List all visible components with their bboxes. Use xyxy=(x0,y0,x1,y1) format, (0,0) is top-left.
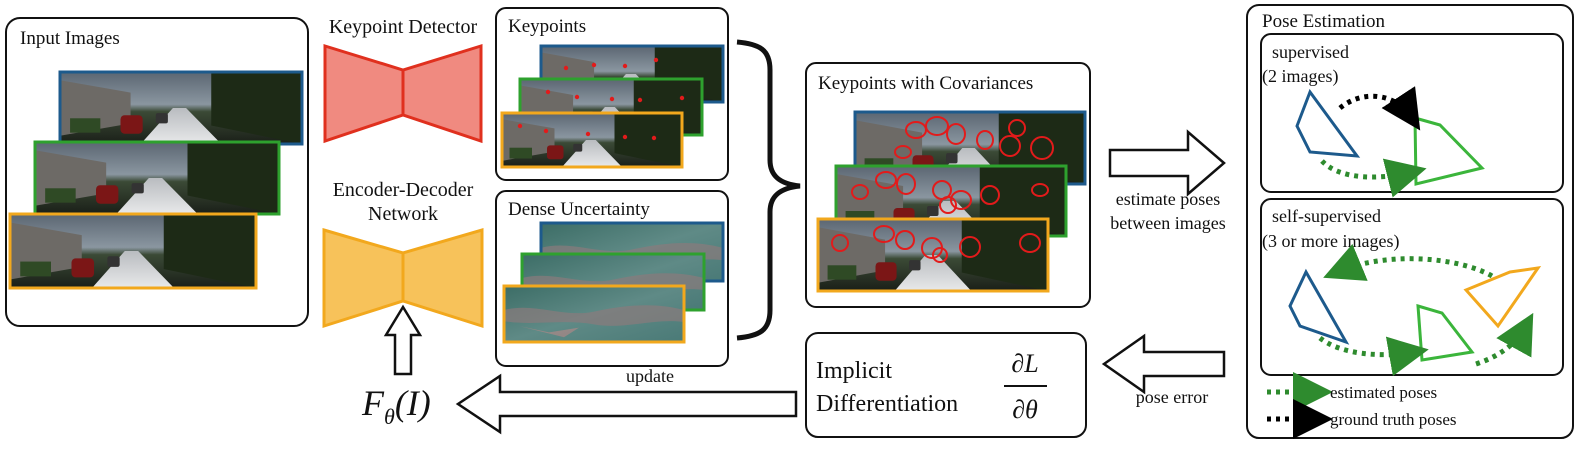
update-label: update xyxy=(626,366,674,386)
keypoints-covariances-title: Keypoints with Covariances xyxy=(818,73,1033,94)
estimate-label-line2: between images xyxy=(1110,213,1225,233)
dense-uncertainty-title: Dense Uncertainty xyxy=(508,199,650,220)
ground-truth-arrow xyxy=(1338,86,1421,131)
update-arrow-icon xyxy=(455,373,798,435)
street-image-blue xyxy=(58,70,304,146)
street-image-green xyxy=(33,140,281,216)
pose-estimation-title: Pose Estimation xyxy=(1262,11,1385,32)
implicit-label-line1: Implicit xyxy=(816,358,892,384)
camera-pose-blue-icon xyxy=(1295,88,1361,158)
keypoints-covariances-panel: Keypoints with Covariances xyxy=(805,62,1091,308)
covariance-ellipses xyxy=(831,116,1054,263)
keypoint-detector-label: Keypoint Detector xyxy=(329,16,478,38)
estimated-arrow xyxy=(1320,158,1427,198)
estimate-label-line1: estimate poses xyxy=(1116,189,1220,209)
supervised-label-line1: supervised xyxy=(1272,42,1349,62)
keypoints-title: Keypoints xyxy=(508,16,586,37)
derivative-numerator: ∂L xyxy=(1011,349,1038,378)
input-images-panel: Input Images xyxy=(5,17,309,327)
dense-uncertainty-panel: Dense Uncertainty xyxy=(495,190,729,367)
function-label: Fθ(I) xyxy=(361,383,431,429)
pose-error-arrow-icon xyxy=(1101,333,1226,395)
keypoints-panel: Keypoints xyxy=(495,7,729,181)
pose-estimation-panel: Pose Estimation supervised (2 images) se… xyxy=(1246,4,1574,439)
input-images-title: Input Images xyxy=(20,28,120,49)
encoder-decoder-label-line1: Encoder-Decoder xyxy=(333,179,474,201)
curly-brace-icon xyxy=(736,39,801,341)
legend-estimated-label: estimated poses xyxy=(1330,383,1437,402)
self-supervised-label-line2: (3 or more images) xyxy=(1262,231,1399,252)
estimated-arrow-back xyxy=(1323,243,1494,281)
pose-error-label: pose error xyxy=(1136,387,1208,407)
camera-pose-blue-2-icon xyxy=(1288,268,1350,345)
street-image-orange xyxy=(8,212,258,290)
estimate-arrow-icon xyxy=(1108,129,1226,197)
implicit-differentiation-box: Implicit Differentiation ∂L ∂θ xyxy=(805,332,1087,438)
supervised-label-line2: (2 images) xyxy=(1262,66,1338,87)
encoder-decoder-label-line2: Network xyxy=(368,203,438,225)
implicit-label-line2: Differentiation xyxy=(816,391,958,417)
self-supervised-label-line1: self-supervised xyxy=(1272,206,1381,226)
keypoint-dots xyxy=(517,57,685,141)
up-hollow-arrow-icon xyxy=(383,304,423,376)
derivative-denominator: ∂θ xyxy=(1012,395,1038,424)
legend-ground-truth-label: ground truth poses xyxy=(1330,410,1457,429)
camera-pose-orange-icon xyxy=(1463,266,1542,329)
